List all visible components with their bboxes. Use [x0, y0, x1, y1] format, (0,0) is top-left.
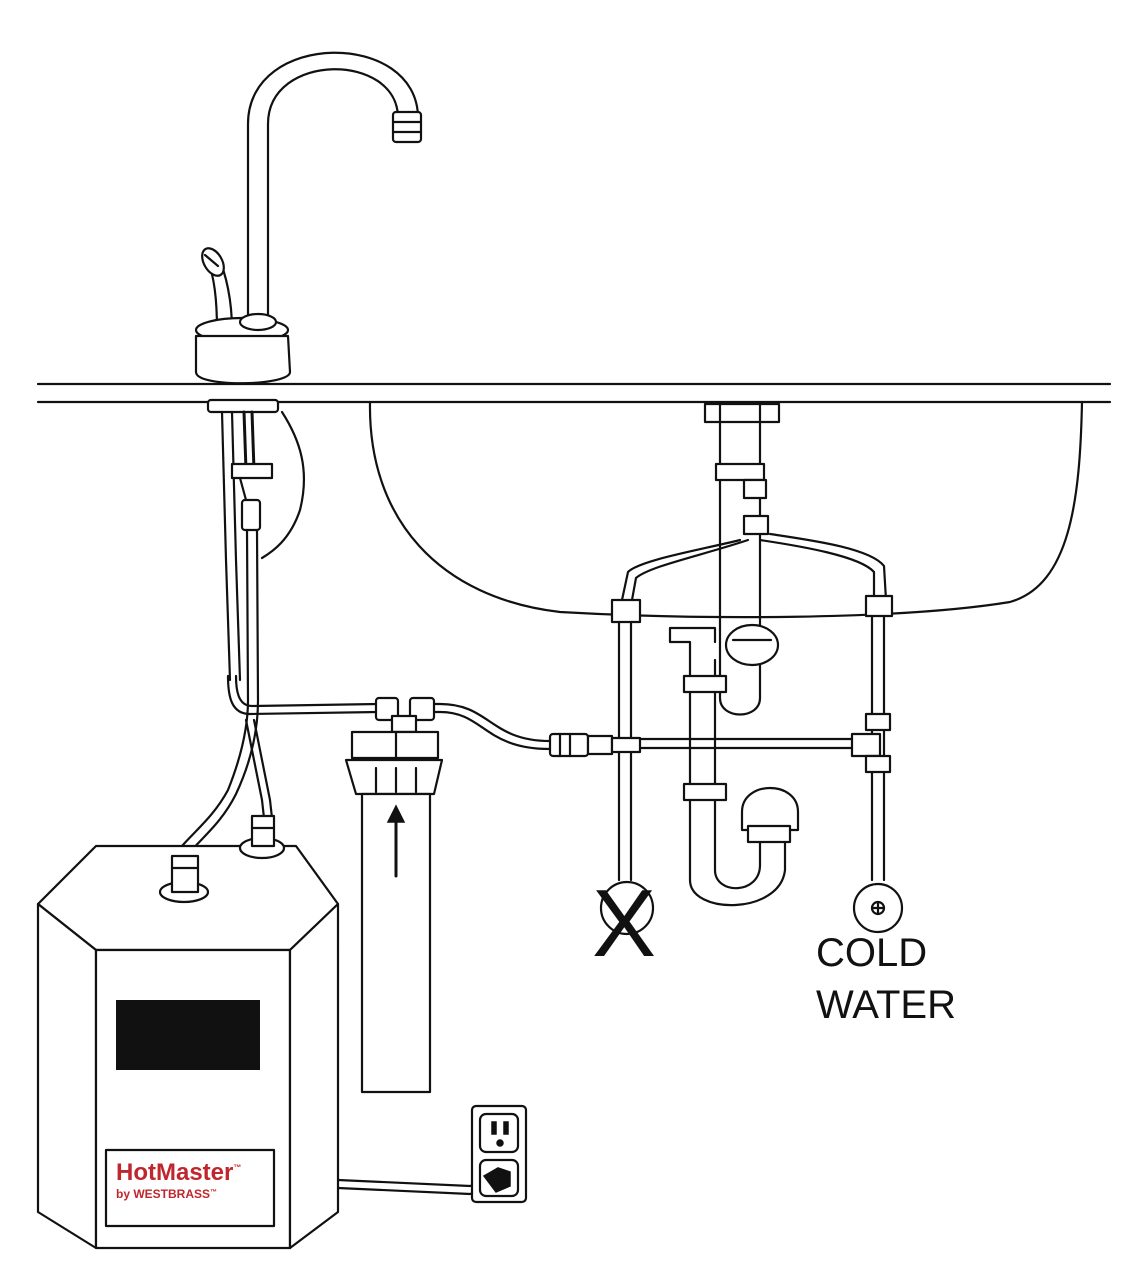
wall-outlet: [470, 1104, 528, 1204]
water-filter: [344, 696, 444, 1094]
sink-faucet-supply-lines: [610, 532, 894, 624]
hot-water-faucet: [194, 51, 423, 414]
faucet-tubes: [180, 410, 306, 854]
hot-water-tank: [36, 814, 340, 1250]
cold-water-label-line1: COLD: [816, 931, 927, 975]
flow-direction-arrow: [386, 804, 406, 878]
cold-water-label-line2: WATER: [816, 983, 956, 1027]
tank-maker-label: by WESTBRASS™: [116, 1187, 217, 1201]
supply-tubing: [226, 674, 854, 758]
sink-bowl: [368, 400, 1084, 619]
tank-display-panel: [116, 1000, 260, 1070]
closed-outlet-x-mark: X: [592, 870, 656, 977]
countertop: [36, 382, 1112, 404]
tank-brand-label: HotMaster™: [116, 1159, 241, 1186]
drain-p-trap: [668, 420, 800, 907]
cold-water-supply: [850, 614, 904, 934]
power-cord: [336, 1178, 490, 1196]
